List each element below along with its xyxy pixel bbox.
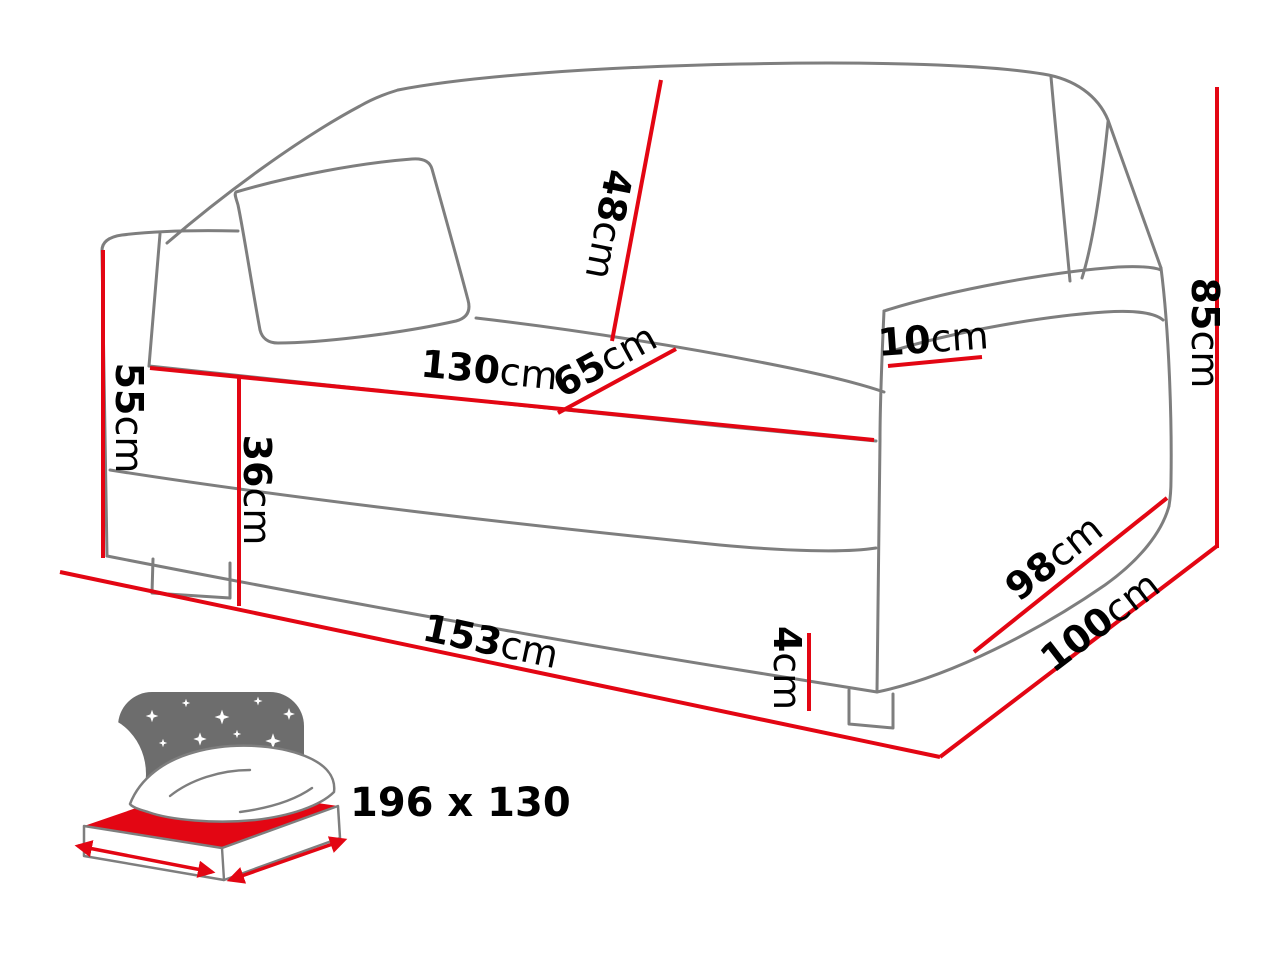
sofa-illustration: [100, 61, 1173, 730]
left-armrest-top-edge: [100, 229, 240, 254]
mattress-corner-edge: [220, 846, 226, 882]
sofa-bed-function-icon: [34, 692, 348, 884]
left-front-leg: [150, 557, 232, 600]
dimension-label-total-width: 153cm: [419, 605, 562, 677]
back-pillow: [233, 157, 471, 345]
backrest-left-edge: [165, 88, 400, 245]
backrest-corner-fold-b: [1080, 120, 1110, 280]
dimension-lines: [59, 79, 1219, 759]
dimension-line-100cm: [938, 544, 1219, 759]
backrest-corner-fold-a: [1049, 75, 1072, 283]
duvet-fold-line: [168, 768, 252, 798]
dimension-label-leg-height: 4cm: [765, 626, 809, 710]
dimension-line-48cm: [610, 79, 663, 342]
dimension-label-back-height: 48cm: [577, 166, 641, 283]
right-armrest-outer-edge: [1159, 266, 1173, 508]
dimension-line-98cm: [972, 496, 1169, 654]
dimension-label-seat-width: 130cm: [419, 342, 560, 399]
dimension-labels: 130cm 65cm 48cm 10cm 85cm 55cm 36cm 98cm…: [107, 166, 1227, 710]
right-armrest-roll-edge: [887, 309, 1165, 354]
dimension-label-arm-height: 55cm: [107, 363, 151, 474]
dimension-line-65cm: [557, 347, 677, 415]
backrest-top-edge: [396, 61, 1163, 270]
duvet-fold-line: [238, 786, 314, 814]
width-arrow: [74, 840, 216, 878]
dimension-label-total-height: 85cm: [1183, 278, 1227, 389]
sleeping-size-label: 196 x 130: [350, 780, 571, 826]
dimension-label-armrest-width: 10cm: [876, 313, 990, 365]
dimension-label-seat-height: 36cm: [235, 435, 279, 546]
right-front-leg: [847, 688, 895, 730]
left-armrest-inner-edge: [147, 232, 162, 368]
dimension-line-130cm: [149, 366, 875, 442]
sky-left-cutout: [34, 714, 146, 834]
dimension-line-153cm: [59, 570, 941, 759]
sofa-right-bottom-edge: [875, 504, 1171, 694]
right-front-corner-edge: [875, 309, 886, 694]
backrest-base-edge: [474, 316, 886, 394]
length-arrow: [226, 836, 348, 884]
sofa-front-bottom-edge: [105, 554, 879, 694]
right-armrest-top-edge: [882, 265, 1163, 313]
dimension-line-10cm: [887, 355, 983, 368]
pullout-seam-line: [108, 468, 878, 553]
